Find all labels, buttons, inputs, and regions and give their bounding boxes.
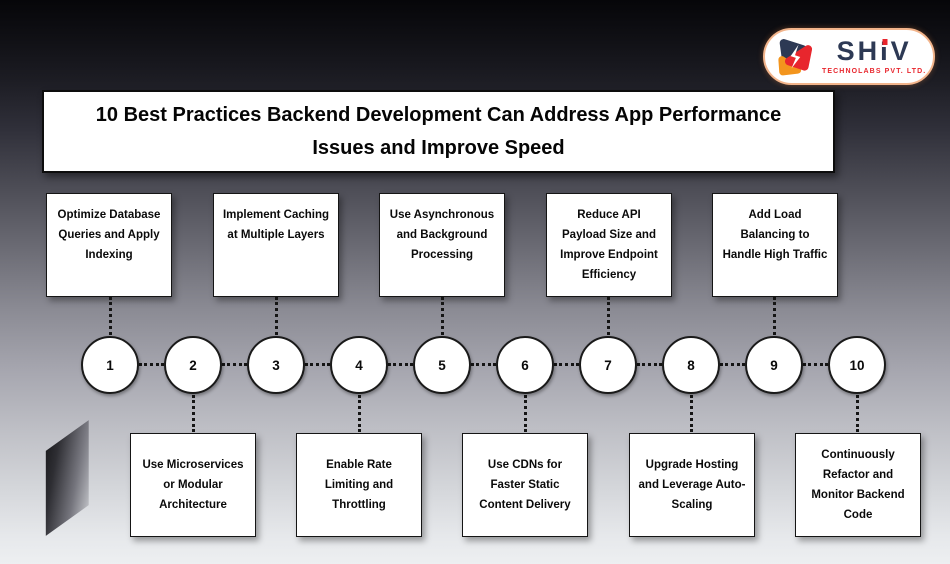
connector-box3-circle3 — [275, 297, 278, 335]
step-circle-8: 8 — [662, 336, 720, 394]
connector-circle5-circle6 — [471, 363, 496, 366]
connector-circle2-circle3 — [222, 363, 247, 366]
connector-circle6-box6 — [524, 395, 527, 432]
step-label-6: Use CDNs for Faster Static Content Deliv… — [479, 459, 571, 511]
connector-circle1-circle2 — [139, 363, 164, 366]
connector-circle3-circle4 — [305, 363, 330, 366]
step-label-7: Reduce API Payload Size and Improve Endp… — [560, 209, 658, 281]
step-box-5: Use Asynchronous and Background Processi… — [379, 193, 505, 297]
connector-circle7-circle8 — [637, 363, 662, 366]
connector-box9-circle9 — [773, 297, 776, 335]
connector-box7-circle7 — [607, 297, 610, 335]
step-circle-10: 10 — [828, 336, 886, 394]
step-number-3: 3 — [272, 357, 280, 373]
step-number-8: 8 — [687, 357, 695, 373]
step-box-3: Implement Caching at Multiple Layers — [213, 193, 339, 297]
step-number-1: 1 — [106, 357, 114, 373]
title-banner: 10 Best Practices Backend Development Ca… — [42, 90, 835, 173]
step-box-1: Optimize Database Queries and Apply Inde… — [46, 193, 172, 297]
step-box-8: Upgrade Hosting and Leverage Auto-Scalin… — [629, 433, 755, 537]
step-box-2: Use Microservices or Modular Architectur… — [130, 433, 256, 537]
page-title-line1: 10 Best Practices Backend Development Ca… — [95, 103, 782, 126]
step-label-1: Optimize Database Queries and Apply Inde… — [57, 209, 161, 261]
connector-circle2-box2 — [192, 395, 195, 432]
connector-circle4-circle5 — [388, 363, 413, 366]
step-circle-2: 2 — [164, 336, 222, 394]
step-label-5: Use Asynchronous and Background Processi… — [389, 209, 495, 261]
connector-circle8-box8 — [690, 395, 693, 432]
step-circle-4: 4 — [330, 336, 388, 394]
step-number-9: 9 — [770, 357, 778, 373]
step-label-4: Enable Rate Limiting and Throttling — [324, 459, 394, 511]
step-number-7: 7 — [604, 357, 612, 373]
connector-circle9-circle10 — [803, 363, 828, 366]
step-circle-5: 5 — [413, 336, 471, 394]
step-number-6: 6 — [521, 357, 529, 373]
step-circle-3: 3 — [247, 336, 305, 394]
step-box-6: Use CDNs for Faster Static Content Deliv… — [462, 433, 588, 537]
step-box-10: Continuously Refactor and Monitor Backen… — [795, 433, 921, 537]
brand-name-part1: SH — [836, 36, 881, 66]
brand-tagline: TECHNOLABS PVT. LTD. — [822, 68, 927, 75]
decorative-parallelogram — [45, 420, 89, 536]
connector-box5-circle5 — [441, 297, 444, 335]
step-circle-9: 9 — [745, 336, 803, 394]
step-number-10: 10 — [849, 357, 865, 373]
step-number-2: 2 — [189, 357, 197, 373]
page-title-line2: Issues and Improve Speed — [312, 136, 565, 159]
step-label-10: Continuously Refactor and Monitor Backen… — [811, 449, 905, 521]
step-number-5: 5 — [438, 357, 446, 373]
shiv-logo-icon — [778, 38, 813, 75]
step-label-3: Implement Caching at Multiple Layers — [222, 209, 330, 241]
step-box-9: Add Load Balancing to Handle High Traffi… — [712, 193, 838, 297]
step-box-7: Reduce API Payload Size and Improve Endp… — [546, 193, 672, 297]
brand-name-part2: I — [880, 36, 891, 66]
step-circle-6: 6 — [496, 336, 554, 394]
step-label-2: Use Microservices or Modular Architectur… — [142, 459, 244, 511]
step-circle-7: 7 — [579, 336, 637, 394]
step-number-4: 4 — [355, 357, 363, 373]
connector-circle10-box10 — [856, 395, 859, 432]
step-label-9: Add Load Balancing to Handle High Traffi… — [722, 209, 828, 261]
connector-circle8-circle9 — [720, 363, 745, 366]
connector-circle6-circle7 — [554, 363, 579, 366]
step-label-8: Upgrade Hosting and Leverage Auto-Scalin… — [638, 459, 746, 511]
connector-box1-circle1 — [109, 297, 112, 335]
connector-circle4-box4 — [358, 395, 361, 432]
step-circle-1: 1 — [81, 336, 139, 394]
brand-name-part3: V — [890, 36, 912, 66]
step-box-4: Enable Rate Limiting and Throttling — [296, 433, 422, 537]
